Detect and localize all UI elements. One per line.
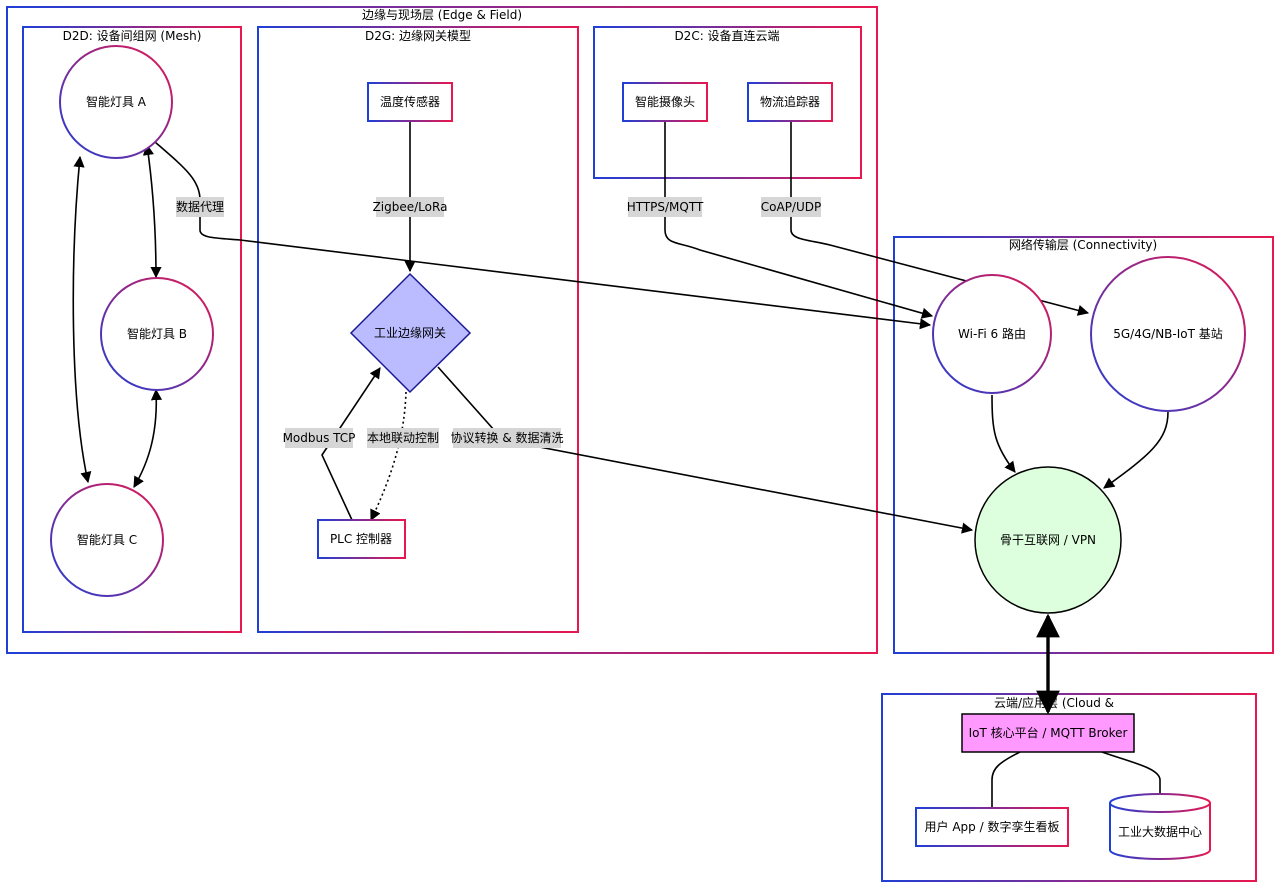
edge-cellular-backbone bbox=[1103, 411, 1169, 489]
node-tracker[interactable]: 物流追踪器 bbox=[747, 82, 833, 122]
group-d2c-title: D2C: 设备直连云端 bbox=[674, 28, 779, 43]
svg-text:IoT 核心平台 / MQTT Broker: IoT 核心平台 / MQTT Broker bbox=[969, 725, 1128, 740]
edge-wifi-backbone bbox=[991, 394, 1016, 473]
svg-text:物流追踪器: 物流追踪器 bbox=[760, 94, 820, 109]
edge-tracker-cellular bbox=[790, 121, 1090, 316]
svg-text:温度传感器: 温度传感器 bbox=[380, 94, 440, 109]
group-cloud bbox=[881, 693, 1257, 882]
edge-label-data-proxy: 数据代理 bbox=[176, 197, 224, 217]
edge-label-coap: CoAP/UDP bbox=[761, 197, 821, 217]
node-camera[interactable]: 智能摄像头 bbox=[622, 82, 708, 122]
edge-label-modbus: Modbus TCP bbox=[283, 428, 356, 448]
group-connectivity bbox=[893, 236, 1274, 654]
svg-text:工业大数据中心: 工业大数据中心 bbox=[1118, 824, 1202, 839]
group-edge-field-title: 边缘与现场层 (Edge & Field) bbox=[362, 8, 522, 22]
node-lamp-a[interactable]: 智能灯具 A bbox=[59, 45, 173, 159]
edge-platform-userapp bbox=[991, 751, 1021, 808]
edge-plc-gateway bbox=[321, 367, 381, 521]
node-lamp-c[interactable]: 智能灯具 C bbox=[50, 483, 164, 597]
group-d2d-title: D2D: 设备间组网 (Mesh) bbox=[63, 29, 202, 43]
node-backbone[interactable]: 骨干互联网 / VPN bbox=[974, 466, 1122, 614]
group-d2g-title: D2G: 边缘网关模型 bbox=[365, 29, 471, 43]
edge-label-protocol: 协议转换 & 数据清洗 bbox=[451, 428, 564, 448]
node-wifi[interactable]: Wi-Fi 6 路由 bbox=[932, 274, 1052, 394]
svg-text:HTTPS/MQTT: HTTPS/MQTT bbox=[627, 200, 704, 214]
svg-text:智能摄像头: 智能摄像头 bbox=[635, 94, 695, 109]
edge-label-zigbee: Zigbee/LoRa bbox=[373, 197, 448, 217]
svg-text:本地联动控制: 本地联动控制 bbox=[367, 431, 439, 445]
edge-lamp-a-lamp-b bbox=[142, 143, 162, 279]
node-temp-sensor[interactable]: 温度传感器 bbox=[367, 82, 453, 122]
edge-lamp-b-lamp-c bbox=[133, 388, 163, 488]
svg-text:骨干互联网 / VPN: 骨干互联网 / VPN bbox=[1000, 533, 1096, 547]
edge-lamp-a-lamp-c bbox=[72, 155, 92, 484]
svg-text:数据代理: 数据代理 bbox=[176, 199, 224, 214]
svg-text:Modbus TCP: Modbus TCP bbox=[283, 431, 356, 445]
edge-gateway-plc-dotted bbox=[370, 391, 407, 522]
svg-text:工业边缘网关: 工业边缘网关 bbox=[374, 326, 446, 340]
edge-camera-wifi bbox=[664, 121, 934, 319]
group-connectivity-title: 网络传输层 (Connectivity) bbox=[1009, 237, 1157, 252]
svg-text:PLC 控制器: PLC 控制器 bbox=[330, 532, 392, 546]
edge-lamp-a-wifi bbox=[154, 141, 932, 330]
node-gateway[interactable]: 工业边缘网关 bbox=[349, 272, 472, 394]
svg-text:智能灯具 A: 智能灯具 A bbox=[86, 94, 147, 109]
group-edge-field bbox=[6, 6, 878, 654]
edge-platform-bigdata bbox=[1101, 751, 1161, 794]
svg-text:用户 App / 数字孪生看板: 用户 App / 数字孪生看板 bbox=[925, 819, 1060, 834]
svg-text:5G/4G/NB-IoT 基站: 5G/4G/NB-IoT 基站 bbox=[1113, 327, 1223, 341]
group-cloud-title: 云端/应用层 (Cloud & bbox=[994, 695, 1114, 710]
svg-text:Wi-Fi 6 路由: Wi-Fi 6 路由 bbox=[958, 326, 1026, 341]
group-d2g bbox=[257, 26, 579, 633]
node-cellular[interactable]: 5G/4G/NB-IoT 基站 bbox=[1090, 256, 1246, 412]
svg-text:Zigbee/LoRa: Zigbee/LoRa bbox=[373, 200, 448, 214]
edge-gateway-backbone bbox=[437, 366, 974, 534]
group-d2c bbox=[593, 26, 862, 179]
node-bigdata-cylinder[interactable]: 工业大数据中心 bbox=[1109, 793, 1211, 860]
node-plc[interactable]: PLC 控制器 bbox=[317, 519, 406, 559]
svg-text:智能灯具 B: 智能灯具 B bbox=[127, 326, 187, 341]
svg-text:协议转换 & 数据清洗: 协议转换 & 数据清洗 bbox=[451, 430, 564, 445]
svg-text:CoAP/UDP: CoAP/UDP bbox=[761, 200, 821, 214]
node-user-app[interactable]: 用户 App / 数字孪生看板 bbox=[915, 807, 1069, 847]
edge-label-local-link: 本地联动控制 bbox=[367, 428, 439, 448]
node-lamp-b[interactable]: 智能灯具 B bbox=[100, 277, 214, 391]
edge-label-https: HTTPS/MQTT bbox=[627, 197, 704, 217]
group-d2d bbox=[22, 26, 242, 633]
svg-text:智能灯具 C: 智能灯具 C bbox=[77, 532, 137, 547]
node-iot-platform[interactable]: IoT 核心平台 / MQTT Broker bbox=[961, 713, 1135, 753]
